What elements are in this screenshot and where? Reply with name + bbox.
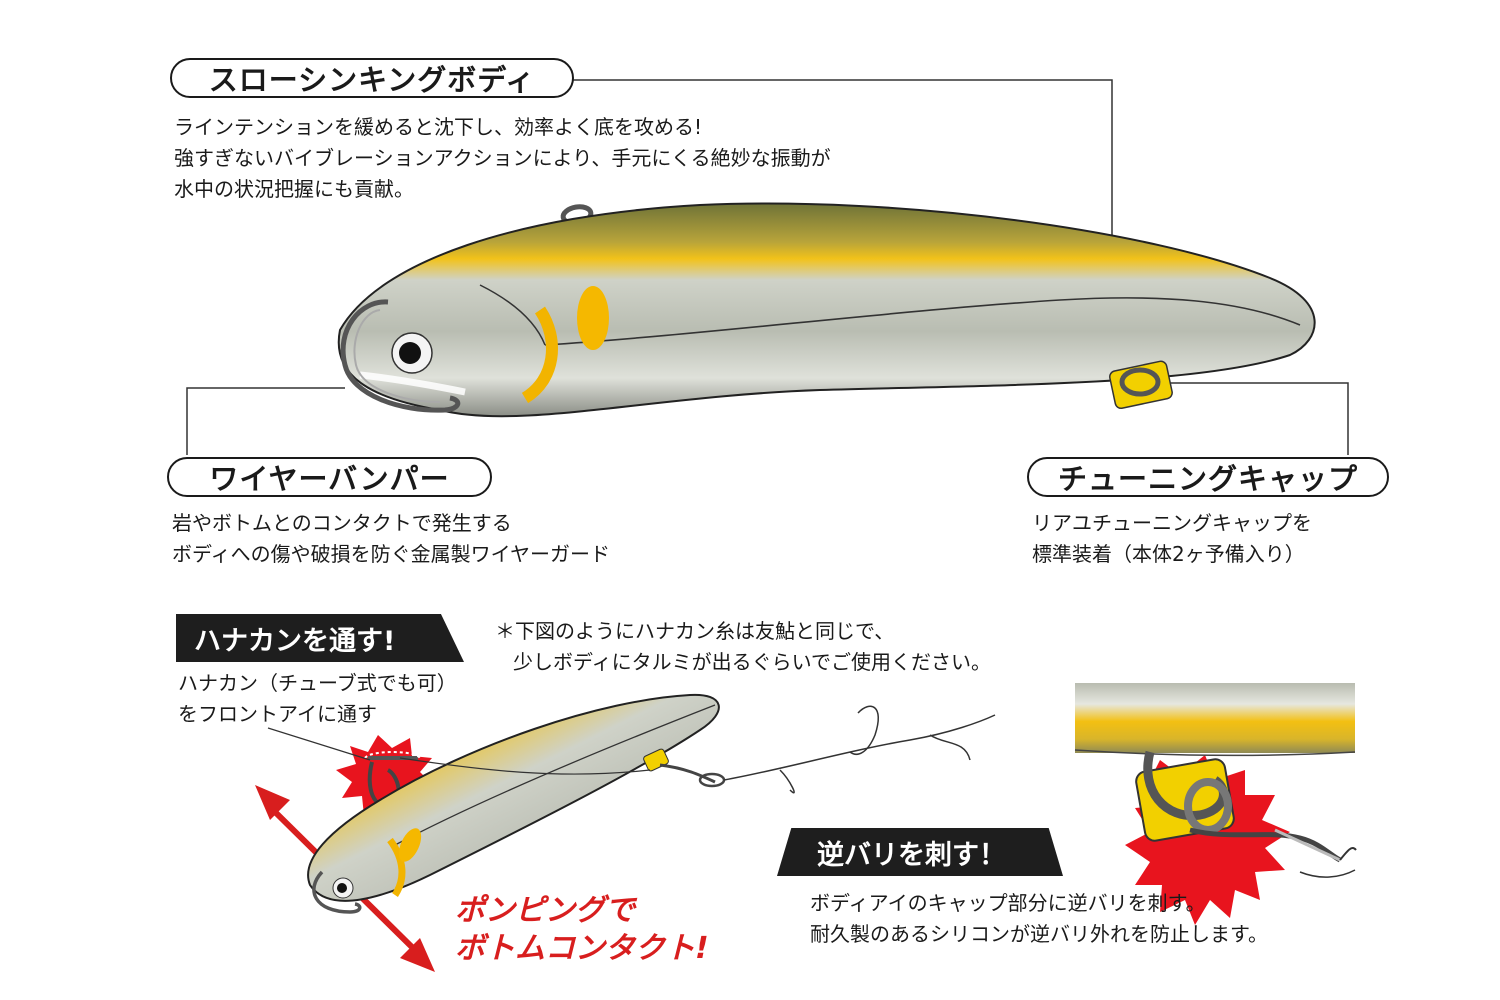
sakabari-desc: ボディアイのキャップ部分に逆バリを刺す。 耐久製のあるシリコンが逆バリ外れを防止…: [810, 888, 1268, 950]
desc-line: 水中の状況把握にも貢献。: [174, 177, 414, 201]
sinking-body-desc: ラインテンションを緩めると沈下し、効率よく底を攻める! 強すぎないバイブレーショ…: [174, 112, 831, 205]
sinking-body-title: スローシンキングボディ: [170, 58, 574, 98]
tuning-cap-title: チューニングキャップ: [1027, 457, 1389, 497]
desc-line: ボディへの傷や破損を防ぐ金属製ワイヤーガード: [172, 542, 610, 566]
wire-bumper-title: ワイヤーバンパー: [167, 457, 492, 497]
desc-line: 耐久製のあるシリコンが逆バリ外れを防止します。: [810, 922, 1268, 946]
callout-lines: [186, 79, 1349, 455]
desc-line: 岩やボトムとのコンタクトで発生する: [172, 511, 512, 535]
hanakan-desc: ハナカン（チューブ式でも可） をフロントアイに通す: [178, 668, 457, 730]
main-lure: [337, 202, 1316, 418]
tuning-cap-desc: リアユチューニングキャップを 標準装着（本体2ヶ予備入り）: [1032, 508, 1312, 570]
note-line: 少しボディにタルミが出るぐらいでご使用ください。: [513, 650, 991, 674]
desc-line: をフロントアイに通す: [178, 702, 377, 726]
desc-line: 強すぎないバイブレーションアクションにより、手元にくる絶妙な振動が: [174, 146, 831, 170]
desc-line: ラインテンションを緩めると沈下し、効率よく底を攻める!: [174, 115, 703, 139]
usage-note: ＊下図のようにハナカン糸は友鮎と同じで、 少しボディにタルミが出るぐらいでご使用…: [495, 616, 991, 678]
cap-closeup: [1074, 683, 1357, 925]
desc-line: 標準装着（本体2ヶ予備入り）: [1032, 542, 1305, 566]
hanakan-label: ハナカンを通す!: [176, 614, 464, 662]
desc-line: リアユチューニングキャップを: [1032, 511, 1312, 535]
note-line: ＊下図のようにハナカン糸は友鮎と同じで、: [495, 619, 895, 643]
small-lure: [255, 693, 996, 972]
desc-line: ハナカン（チューブ式でも可）: [178, 671, 457, 695]
wire-bumper-desc: 岩やボトムとのコンタクトで発生する ボディへの傷や破損を防ぐ金属製ワイヤーガード: [172, 508, 610, 570]
desc-line: ボディアイのキャップ部分に逆バリを刺す。: [810, 891, 1206, 915]
sakabari-label: 逆バリを刺す！: [777, 828, 1063, 876]
pumping-line: ポンピングで: [455, 893, 635, 928]
pumping-line: ボトムコンタクト!: [455, 931, 709, 966]
pumping-text: ポンピングで ボトムコンタクト!: [455, 892, 709, 968]
